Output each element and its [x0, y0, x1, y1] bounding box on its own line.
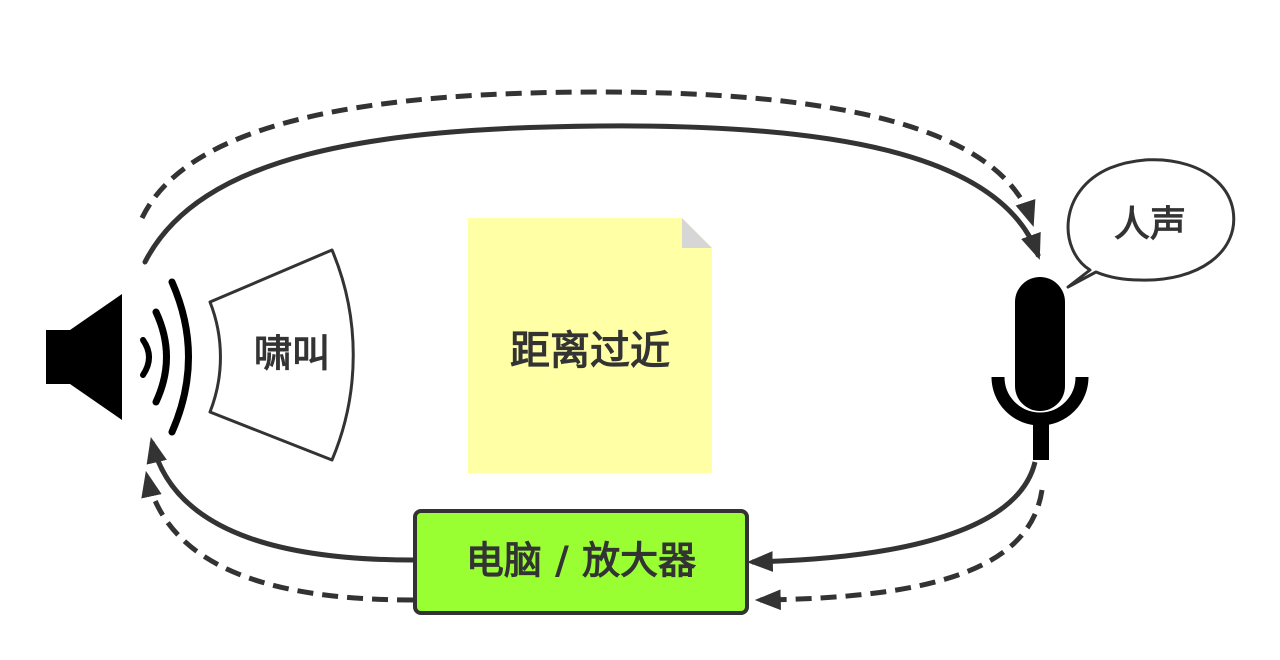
- amp-to-speaker-solid-arrow: [146, 436, 414, 563]
- sticky-note: [468, 218, 712, 473]
- mic-to-amp-dashed-arrow: [754, 489, 1045, 611]
- howl-label: 啸叫: [254, 332, 330, 376]
- howl-sector: [208, 248, 355, 462]
- too-close-label: 距离过近: [510, 328, 670, 374]
- speaker-icon: [46, 294, 122, 420]
- amplifier-box: [413, 509, 749, 615]
- microphone-icon: [991, 277, 1089, 460]
- amp-to-speaker-dashed-arrow: [141, 470, 414, 603]
- top-solid-arrow: [142, 123, 1041, 265]
- amplifier-label: 电脑 / 放大器: [466, 539, 697, 583]
- top-dashed-arrow: [139, 89, 1036, 227]
- sound-waves-icon: [140, 278, 192, 436]
- mic-to-amp-solid-arrow: [746, 461, 1038, 572]
- voice-speech-bubble: [1066, 158, 1236, 289]
- voice-label: 人声: [1114, 204, 1186, 245]
